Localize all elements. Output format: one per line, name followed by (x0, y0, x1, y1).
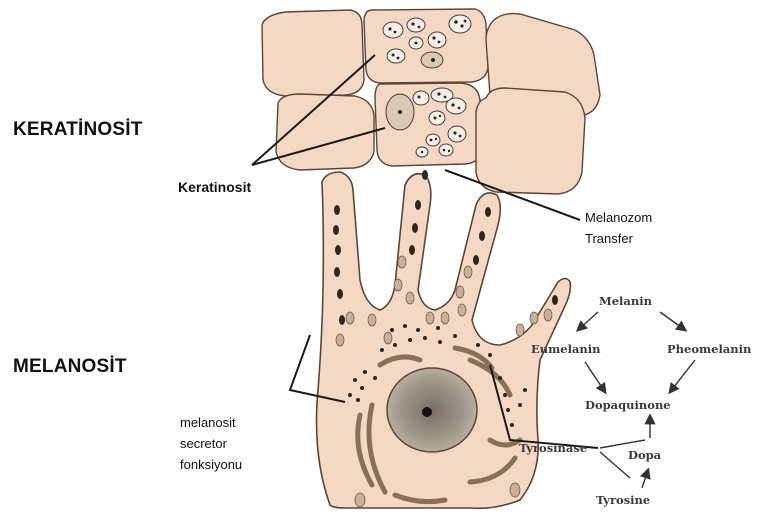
pathway-tyrosine: Tyrosine (596, 493, 650, 507)
secretory-function-line2: secretor (180, 433, 242, 454)
secretory-function-line3: fonksiyonu (180, 454, 242, 475)
pathway-melanin: Melanin (599, 294, 652, 308)
melanocyte-section-label: MELANOSİT (13, 356, 127, 378)
keratinocyte-cell (476, 88, 585, 194)
pathway-tyrosinase: Tyrosinase (519, 441, 587, 455)
pathway-dopaquinone: Dopaquinone (585, 398, 671, 412)
pathway-eumelanin: Eumelanin (531, 342, 601, 356)
keratinocyte-cell (276, 94, 374, 170)
pathway-pheomelanin: Pheomelanin (667, 342, 751, 356)
melanocyte-cell (317, 172, 571, 508)
secretory-function-callout: melanosit secretor fonksiyonu (180, 412, 242, 475)
melanosome-transfer-line2: Transfer (585, 228, 652, 249)
keratinocyte-callout: Keratinosit (178, 178, 251, 197)
secretory-function-line1: melanosit (180, 412, 242, 433)
melanosome-transfer-line1: Melanozom (585, 207, 652, 228)
pathway-dopa: Dopa (628, 448, 661, 462)
melanosome-transfer-callout: Melanozom Transfer (585, 207, 652, 249)
keratinocyte-section-label: KERATİNOSİT (13, 119, 143, 141)
nucleolus (422, 407, 432, 417)
melanocyte-nucleus (387, 368, 477, 452)
keratinocyte-cell (262, 10, 364, 96)
